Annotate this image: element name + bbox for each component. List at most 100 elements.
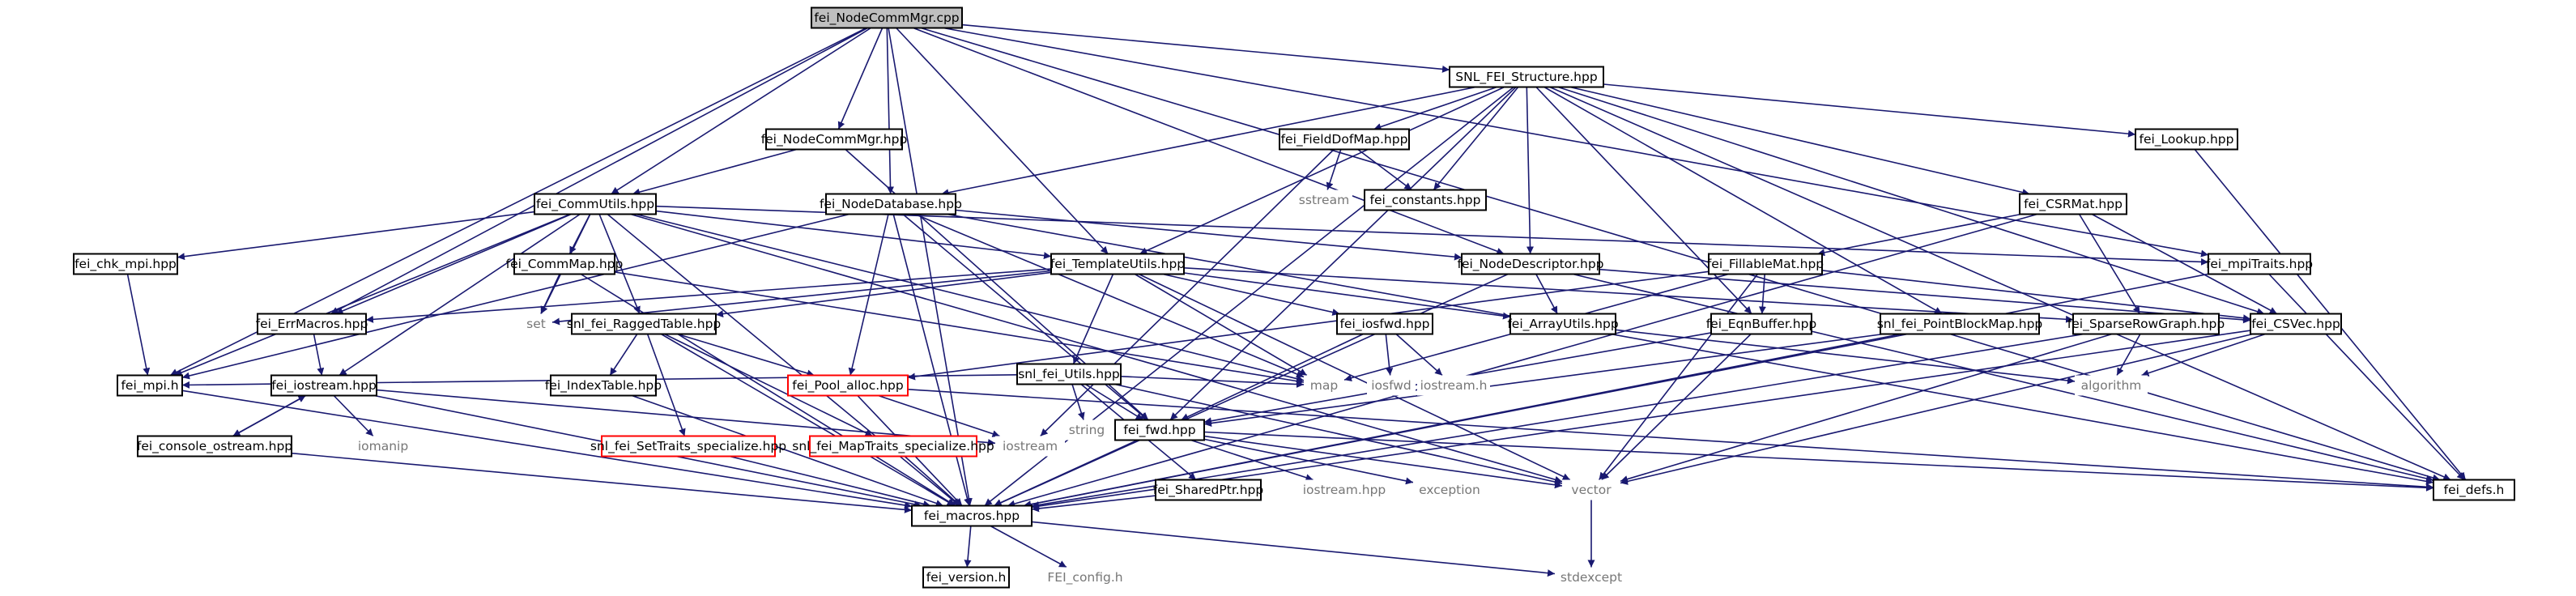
node-snl-fei-structure[interactable]: SNL_FEI_Structure.hpp <box>1449 66 1604 88</box>
node-errmacros[interactable]: fei_ErrMacros.hpp <box>256 313 368 335</box>
node-sharedptr[interactable]: fei_SharedPtr.hpp <box>1153 479 1263 501</box>
edge-macros-to-version <box>964 526 972 568</box>
edge-macros-to-fei_config <box>990 525 1067 568</box>
node-label: sstream <box>1299 193 1349 207</box>
node-sparserowgraph[interactable]: fei_SparseRowGraph.hpp <box>2067 313 2225 335</box>
node-box <box>1304 375 1344 396</box>
edge-nodecommmgr_cpp-to-errmacros <box>330 27 868 315</box>
edge-iostream_hpp-to-iomanip <box>333 394 374 437</box>
node-label: fei_NodeCommMgr.cpp <box>814 11 959 26</box>
edge-snl_fei_structure-to-pointblockmap <box>1543 86 1943 315</box>
node-csvec[interactable]: fei_CSVec.hpp <box>2250 313 2342 335</box>
edge-csrmat-to-csvec <box>2091 213 2278 315</box>
edge-commutils-to-mpi_h <box>174 213 571 377</box>
node-chk-mpi[interactable]: fei_chk_mpi.hpp <box>73 253 178 275</box>
node-box <box>2433 479 2515 501</box>
node-label: fei_iostream.hpp <box>271 378 377 394</box>
node-box <box>73 253 178 275</box>
node-templateutils[interactable]: fei_TemplateUtils.hpp <box>1050 253 1185 275</box>
node-constants[interactable]: fei_constants.hpp <box>1364 189 1487 211</box>
node-iostream-hpp2: iostream.hpp <box>1300 479 1389 500</box>
edge-nodedatabase-to-macros <box>892 214 971 506</box>
edge-maptraits-to-macros <box>904 455 961 507</box>
node-box <box>1461 253 1600 275</box>
node-box <box>355 436 411 457</box>
edge-csrmat-to-fillablemat <box>1817 213 2021 257</box>
node-fillablemat[interactable]: fei_FillableMat.hpp <box>1707 253 1824 275</box>
edge-fwd-to-defs <box>1203 431 2434 492</box>
edge-commutils-to-mpitraits <box>655 205 2209 266</box>
edge-pointblockmap-to-fwd <box>1203 333 1884 427</box>
node-pool-alloc[interactable]: fei_Pool_alloc.hpp <box>787 374 909 397</box>
node-box <box>1050 253 1185 275</box>
node-commutils[interactable]: fei_CommUtils.hpp <box>534 193 657 215</box>
node-fwd[interactable]: fei_fwd.hpp <box>1114 419 1205 441</box>
edge-commmap-to-set <box>540 274 560 314</box>
node-label: FEI_config.h <box>1047 570 1122 585</box>
node-commmap[interactable]: fei_CommMap.hpp <box>506 253 624 275</box>
edge-nodedescriptor-to-csvec <box>1599 268 2251 324</box>
node-nodedescriptor[interactable]: fei_NodeDescriptor.hpp <box>1457 253 1604 275</box>
edge-commutils-to-errmacros <box>335 213 572 315</box>
edge-csvec-to-vector <box>1620 333 2254 485</box>
node-iostream-hpp[interactable]: fei_iostream.hpp <box>270 374 377 397</box>
node-box <box>2208 253 2311 275</box>
node-mpi-h[interactable]: fei_mpi.h <box>117 374 183 397</box>
node-box <box>2250 313 2342 335</box>
node-label: fei_mpi.h <box>121 378 178 394</box>
node-vector: vector <box>1562 479 1620 500</box>
edge-fwd-to-iostream_hpp2 <box>1190 439 1314 482</box>
node-settraits[interactable]: snl_fei_SetTraits_specialize.hpp <box>590 435 786 458</box>
node-label: fei_CommUtils.hpp <box>536 197 654 212</box>
node-csrmat[interactable]: fei_CSRMat.hpp <box>2019 193 2127 215</box>
edge-nodecommmgr_cpp-to-mpitraits <box>943 27 2209 258</box>
edge-fwd-to-macros <box>994 439 1138 507</box>
edge-chk_mpi-to-mpi_h <box>126 274 151 376</box>
node-label: snl_fei_MapTraits_specialize.hpp <box>792 439 994 454</box>
node-iosfwd-hpp[interactable]: fei_iosfwd.hpp <box>1336 313 1433 335</box>
node-mpitraits[interactable]: fei_mpiTraits.hpp <box>2206 253 2313 275</box>
node-label: iostream <box>1003 439 1058 453</box>
edge-arrayutils-to-algorithm <box>1615 329 2076 385</box>
node-box <box>2072 313 2220 335</box>
node-raggedtable[interactable]: snl_fei_RaggedTable.hpp <box>567 313 722 335</box>
node-label: fei_NodeDescriptor.hpp <box>1457 257 1603 272</box>
node-snl-utils[interactable]: snl_fei_Utils.hpp <box>1016 363 1122 385</box>
node-version[interactable]: fei_version.h <box>922 566 1010 589</box>
node-fielddofmap[interactable]: fei_FieldDofMap.hpp <box>1279 128 1410 151</box>
node-label: snl_fei_Utils.hpp <box>1018 367 1120 382</box>
edge-templateutils-to-errmacros <box>365 268 1052 323</box>
edge-nodedatabase-to-map <box>914 213 1305 378</box>
node-eqnbuffer[interactable]: fei_EqnBuffer.hpp <box>1706 313 1817 335</box>
edge-snl_fei_structure-to-nodedescriptor <box>1526 87 1535 254</box>
edge-mpitraits-to-defs <box>2268 273 2465 481</box>
node-box <box>571 313 717 335</box>
node-lookup[interactable]: fei_Lookup.hpp <box>2135 128 2238 151</box>
edge-nodecommmgr_cpp-to-templateutils <box>896 27 1109 255</box>
edge-commutils-to-templateutils <box>655 210 1052 260</box>
node-map: map <box>1304 375 1344 396</box>
node-defs[interactable]: fei_defs.h <box>2433 479 2515 501</box>
node-console-ostream[interactable]: fei_console_ostream.hpp <box>137 435 292 458</box>
node-label: fei_macros.hpp <box>924 509 1020 524</box>
edge-nodedescriptor-to-defs <box>1573 273 2434 483</box>
node-label: fei_defs.h <box>2444 483 2505 498</box>
node-box <box>1562 479 1620 500</box>
node-nodedatabase[interactable]: fei_NodeDatabase.hpp <box>820 193 962 215</box>
node-macros[interactable]: fei_macros.hpp <box>911 504 1033 527</box>
node-label: fei_CSVec.hpp <box>2251 317 2340 332</box>
node-maptraits[interactable]: snl_fei_MapTraits_specialize.hpp <box>792 435 994 458</box>
edge-snl_fei_structure-to-nodedatabase <box>941 86 1476 197</box>
node-box <box>513 253 615 275</box>
node-nodecommmgr-hpp[interactable]: fei_NodeCommMgr.hpp <box>761 128 908 151</box>
node-pointblockmap[interactable]: snl_fei_PointBlockMap.hpp <box>1877 313 2043 335</box>
node-indextable[interactable]: fei_IndexTable.hpp <box>545 374 662 397</box>
node-label: string <box>1069 423 1105 437</box>
node-arrayutils[interactable]: fei_ArrayUtils.hpp <box>1507 313 1619 335</box>
edge-snl_fei_structure-to-defs <box>1549 86 2451 481</box>
edge-sparserowgraph-to-macros <box>1031 333 2084 509</box>
node-label: fei_version.h <box>926 570 1007 585</box>
node-box <box>117 374 183 397</box>
node-algorithm: algorithm <box>2075 375 2148 396</box>
